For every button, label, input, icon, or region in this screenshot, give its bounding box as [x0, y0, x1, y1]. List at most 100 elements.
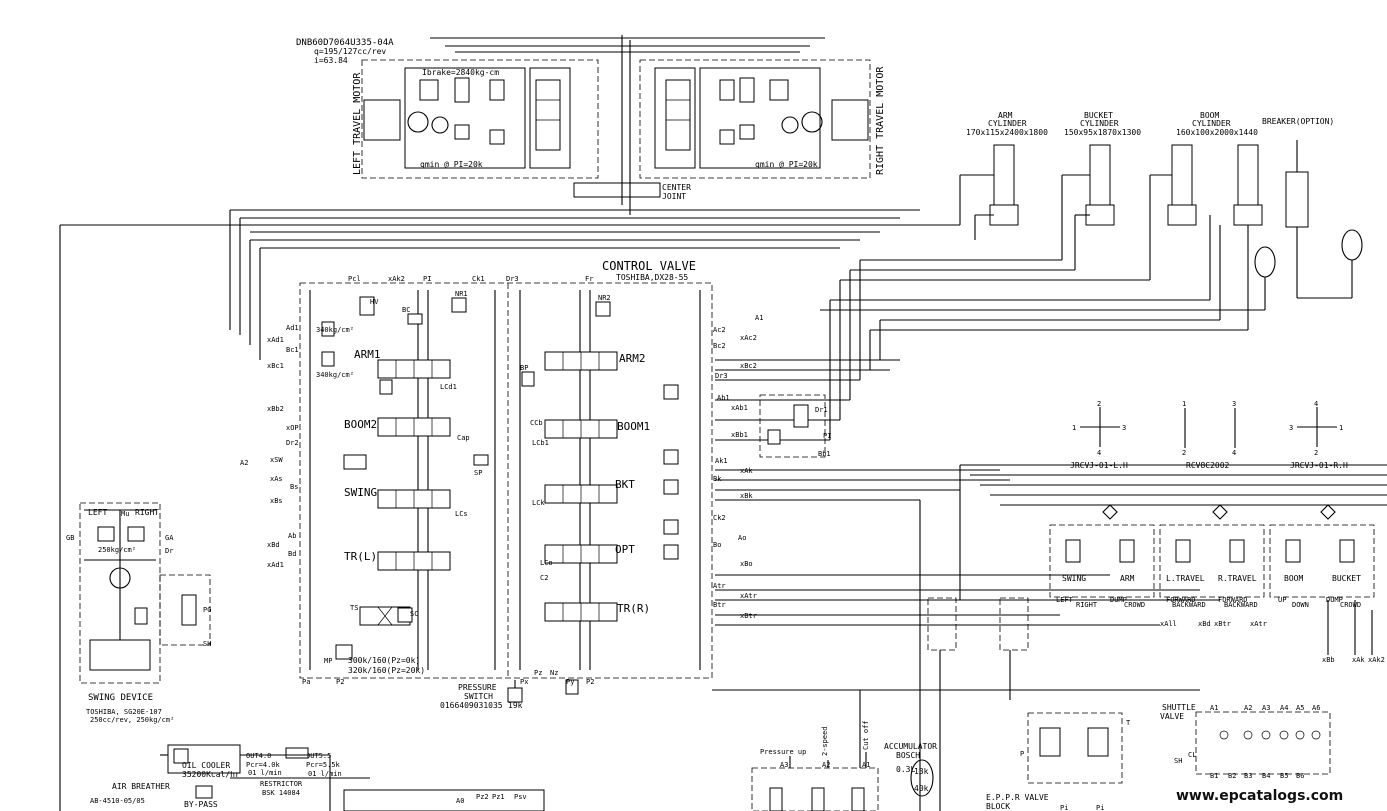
right-motor-brake	[831, 99, 869, 141]
rcv-port-1: 1	[1182, 400, 1186, 408]
oil-cooler-label: OIL COOLER	[182, 761, 230, 770]
oil-cooler-pcr5: Pcr=5.5k	[306, 761, 341, 769]
pv1-sub-right2: DUMP	[1110, 596, 1127, 604]
sv-a1: A1	[1210, 704, 1218, 712]
swing-device-frame	[79, 502, 161, 684]
sv-a3: A3	[1262, 704, 1270, 712]
arm-cylinder-label-1: ARM	[998, 111, 1013, 120]
swing-device: LEFT RIGHT 250kg/cm² GB Mu GA Dr PG SH S…	[66, 502, 211, 724]
restrictor-part: BSK 14084	[262, 789, 300, 797]
eppr-port-t: T	[1126, 719, 1131, 727]
bucket-cylinder-label-2: CYLINDER	[1080, 119, 1119, 128]
oil-cooler-out4: OUT4.0	[246, 752, 271, 760]
air-breather-label: AIR BREATHER	[112, 782, 170, 791]
port-xad1: xAd1	[267, 336, 284, 344]
oil-cooler-area: OIL COOLER 35200Kcal/hr OUT4.0 Pcr=4.0k …	[90, 744, 545, 811]
control-valve-frame	[299, 282, 713, 679]
bucket-cylinder-spec: 150x95x1870x1300	[1064, 128, 1141, 137]
sv-b2: B2	[1228, 772, 1236, 780]
port-ab: Ab	[288, 532, 296, 540]
relief-1: 340kg/cm²	[316, 326, 354, 334]
port-bs: Bs	[290, 483, 298, 491]
port-bd: Bd	[288, 550, 296, 558]
pressure-switch-label-1: PRESSURE	[458, 683, 497, 692]
port-pcl: Pcl	[348, 275, 361, 283]
pv3-sub-left2: DOWN	[1292, 601, 1309, 609]
accumulator-p1: 13k	[914, 767, 929, 776]
air-breather-part: AB-4510-05/05	[90, 797, 145, 805]
bypass-label: BY-PASS	[184, 800, 218, 809]
pv3-right: BUCKET	[1332, 574, 1361, 583]
sp-valve	[473, 454, 489, 466]
brake-label: Ibrake=2840kg-cm	[422, 68, 499, 77]
tag-lcb1: LCb1	[532, 439, 549, 447]
bottom-port-psv: Psv	[514, 793, 527, 801]
bucket-cylinder-body	[1089, 144, 1111, 206]
pressure-switch-value: 19k	[508, 701, 523, 710]
eppr-block	[1027, 712, 1123, 784]
tag-mp: MP	[324, 657, 332, 665]
tag-nr1: NR1	[455, 290, 468, 298]
port-xbtr: xBtr	[740, 612, 757, 620]
sv-sh: SH	[1174, 757, 1182, 765]
port-atr: Atr	[713, 582, 726, 590]
bottom-port-a0: A0	[456, 797, 464, 805]
nr2-valve	[595, 301, 611, 317]
swing-port-dr: Dr	[165, 547, 173, 555]
sv-a5: A5	[1296, 704, 1304, 712]
rcv-port-4: 4	[1232, 449, 1236, 457]
accumulator-2	[1341, 229, 1363, 261]
pv2-right: R.TRAVEL	[1218, 574, 1257, 583]
accumulator-label-2: BOSCH	[896, 751, 920, 760]
port-ac2: Ac2	[713, 326, 726, 334]
pv1-port-1: xAll	[1160, 620, 1177, 628]
center-joint-label-1: CENTER	[662, 183, 691, 192]
swing-port-sh: SH	[203, 640, 211, 648]
port-bc2: Bc2	[713, 342, 726, 350]
swing-port-pg: PG	[203, 606, 211, 614]
port-xab1: xAb1	[731, 404, 748, 412]
accumulator-volume: 0.3L	[896, 765, 915, 774]
swing-port-gb: GB	[66, 534, 74, 542]
pressure-switch-symbol	[507, 687, 523, 703]
bc-valve	[407, 313, 423, 325]
right-motor-inner	[699, 67, 821, 169]
bottom-port-pz2: Pz2	[476, 793, 489, 801]
jrh-port-4: 4	[1314, 400, 1318, 408]
port-btr: Btr	[713, 601, 726, 609]
part-number: DNB60D7064U335-04A	[296, 38, 394, 48]
bp-valve	[521, 371, 535, 387]
port-pi-r: PI	[823, 432, 831, 440]
swing-device-model: TOSHIBA, SG20E-107	[86, 708, 162, 716]
relief-2: 340kg/cm²	[316, 371, 354, 379]
pressure-switch-part: 0166409031035	[440, 701, 503, 710]
pv3-sub-left: UP	[1278, 596, 1286, 604]
left-motor-brake	[363, 99, 401, 141]
restrictor-label: RESTRICTOR	[260, 780, 303, 788]
oil-cooler-pcr4: Pcr=4.0k	[246, 761, 281, 769]
tag-ts: TS	[350, 604, 358, 612]
swing-relief: 250kg/cm²	[98, 546, 136, 554]
port-dr1: Dr1	[815, 406, 828, 414]
displacement-label: q=195/127cc/rev	[314, 47, 386, 56]
sv-b6: B6	[1296, 772, 1304, 780]
shuttle-label-1: SHUTTLE	[1162, 703, 1196, 712]
joysticks: 1 2 3 4 JRCVJ-01-L.H 1 2 3 4 RCV8C2002 1…	[1070, 400, 1348, 470]
dr1-block	[759, 394, 826, 458]
pv3-sub-right1: DUMP	[1326, 596, 1343, 604]
tag-lcd1: LCd1	[440, 383, 457, 391]
port-xbc1: xBc1	[267, 362, 284, 370]
pv3-port-1: xBb	[1322, 656, 1335, 664]
oil-cooler-flow1: 01 l/min	[248, 769, 282, 777]
tag-sc: SC	[410, 610, 418, 618]
port-bk: Bk	[713, 475, 722, 483]
eppr-label-1: E.P.P.R VALVE	[986, 793, 1049, 802]
port-bb1: Bb1	[818, 450, 831, 458]
port-a1: A1	[755, 314, 763, 322]
pressure-switch-label-2: SWITCH	[464, 692, 493, 701]
label-arm1: ARM1	[354, 348, 381, 361]
jrh-port-1: 1	[1339, 424, 1343, 432]
accumulator-label-1: ACCUMULATOR	[884, 742, 937, 751]
pv2-sub-right1: FORWARD	[1218, 596, 1248, 604]
swing-device-spec: 250cc/rev, 250kg/cm²	[90, 716, 174, 724]
